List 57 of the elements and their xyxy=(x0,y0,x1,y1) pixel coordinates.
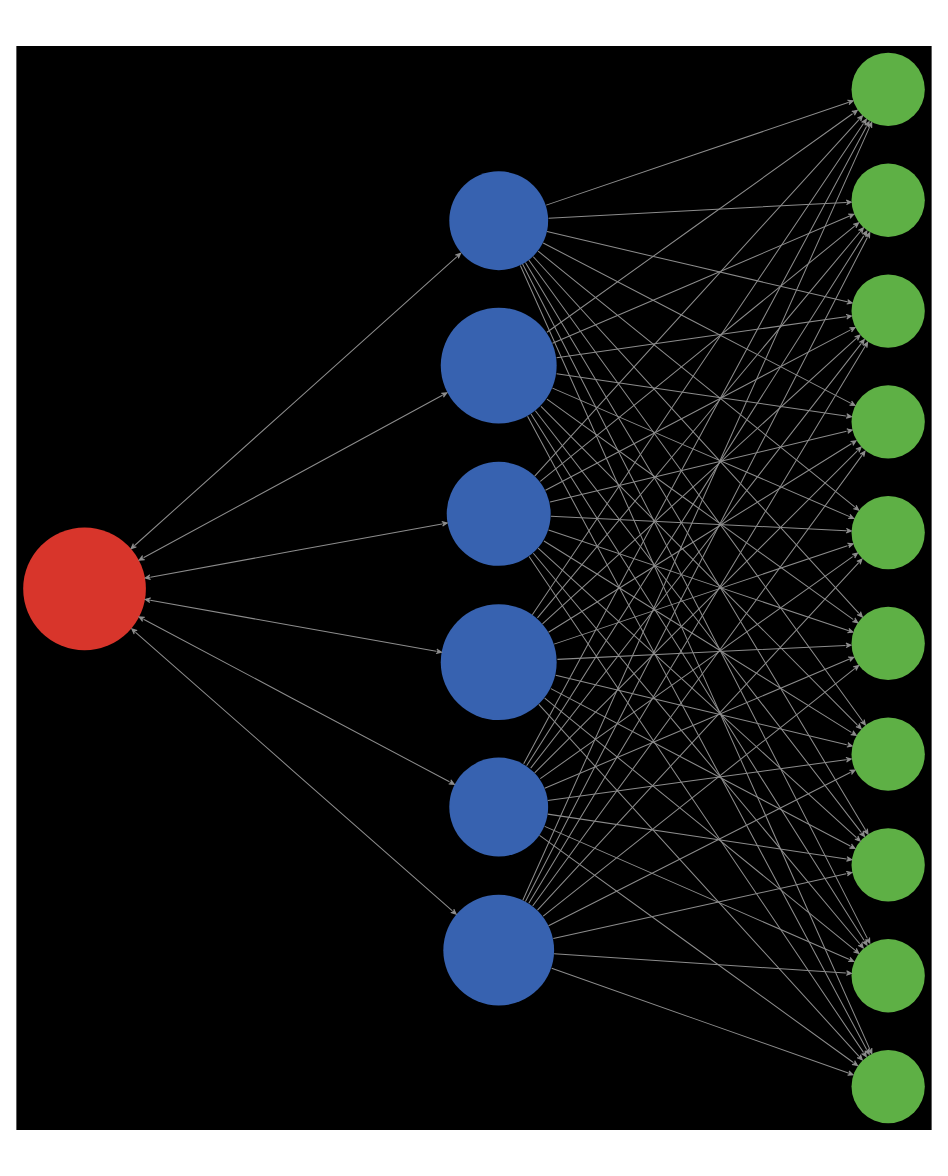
node-circle xyxy=(443,894,555,1006)
arrow xyxy=(553,542,854,645)
arrow xyxy=(546,231,853,305)
arrow xyxy=(144,597,443,655)
arrow xyxy=(552,870,853,939)
arrow xyxy=(544,656,855,789)
arrow xyxy=(131,628,457,915)
arrow xyxy=(542,664,860,917)
arrow xyxy=(534,115,864,477)
arrow xyxy=(544,825,855,963)
arrow xyxy=(547,813,853,862)
arrow xyxy=(144,521,448,580)
arrow xyxy=(548,199,852,219)
arrow xyxy=(546,398,859,624)
arrow xyxy=(534,410,866,838)
arrow xyxy=(550,515,852,534)
arrow xyxy=(138,392,448,561)
arrow xyxy=(539,834,859,1067)
arrow xyxy=(528,555,867,1058)
arrow xyxy=(545,99,854,206)
arrow xyxy=(552,387,855,520)
arrow xyxy=(539,222,860,482)
arrow xyxy=(544,697,860,954)
arrow xyxy=(555,674,853,748)
arrow xyxy=(530,413,868,946)
arrow xyxy=(543,540,857,736)
arrow xyxy=(528,341,869,904)
arrow xyxy=(548,440,857,633)
node-circle xyxy=(449,171,549,271)
arrow xyxy=(556,373,853,419)
arrow xyxy=(538,703,863,1061)
arrow xyxy=(544,327,856,491)
arrow xyxy=(542,242,856,406)
arrow xyxy=(547,756,852,802)
arrow xyxy=(531,118,867,616)
arrow xyxy=(537,547,861,842)
arrow xyxy=(549,428,853,503)
arrow xyxy=(548,529,854,634)
arrow xyxy=(130,252,462,550)
node-circle xyxy=(446,461,551,566)
arrow xyxy=(540,405,862,730)
node-circle xyxy=(440,604,557,721)
arrow xyxy=(551,967,854,1076)
arrow xyxy=(552,213,855,344)
arrow xyxy=(556,642,852,660)
arrow xyxy=(550,688,856,849)
arrow xyxy=(548,769,856,927)
arrow xyxy=(532,450,866,907)
arrow xyxy=(138,616,455,785)
arrow xyxy=(530,339,865,769)
arrow xyxy=(537,250,860,511)
arrow xyxy=(534,446,862,774)
arrow xyxy=(541,334,861,625)
arrow xyxy=(539,552,859,780)
arrow xyxy=(546,109,858,333)
arrow xyxy=(553,953,853,976)
arrow xyxy=(556,313,853,359)
